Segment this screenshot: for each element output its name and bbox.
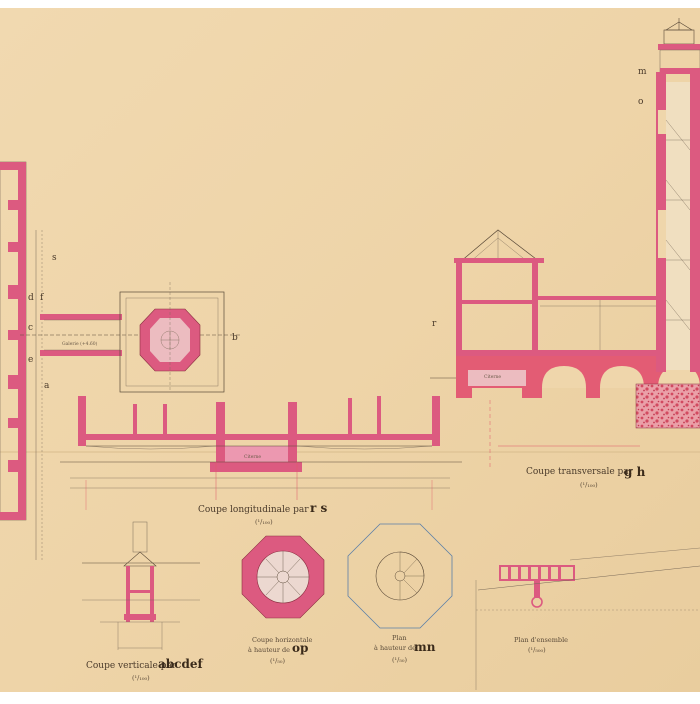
vertical-caption: Coupe verticale par abcdef (¹/₁₀₀) [86, 657, 203, 682]
svg-text:(¹/₅₀₀): (¹/₅₀₀) [528, 646, 546, 654]
svg-text:mn: mn [414, 640, 436, 654]
svg-text:g h: g h [624, 465, 646, 479]
longitudinal-caption: Coupe longitudinale par r s (¹/₁₀₀) [198, 501, 328, 526]
lighthouse-tower-section [656, 18, 700, 372]
site-plan-drawing [475, 547, 700, 690]
horizontal-section-drawing [241, 535, 325, 619]
svg-text:Plan: Plan [392, 634, 407, 642]
letter-a: a [44, 381, 50, 391]
plan-caption: Plan à hauteur de mn (¹/₅₀) [374, 634, 436, 664]
site-plan-caption: Plan d'ensemble (¹/₅₀₀) [514, 636, 568, 654]
svg-text:Coupe transversale par: Coupe transversale par [526, 467, 634, 477]
svg-text:Coupe verticale par: Coupe verticale par [86, 661, 177, 671]
left-wall-elevation [0, 161, 43, 560]
svg-text:abcdef: abcdef [158, 657, 203, 671]
svg-text:Plan d'ensemble: Plan d'ensemble [514, 636, 568, 644]
letter-f: f [40, 293, 44, 303]
transversal-caption: Coupe transversale par g h (¹/₁₀₀) [526, 465, 646, 489]
svg-text:à hauteur de: à hauteur de [248, 645, 290, 654]
svg-text:(¹/₁₀₀): (¹/₁₀₀) [580, 481, 598, 489]
citerne-label-long: Citerne [244, 454, 261, 460]
gallery-label: Galerie (+4.60) [62, 340, 98, 347]
letter-r: r [432, 319, 437, 329]
letter-d: d [28, 293, 34, 303]
svg-text:à hauteur de: à hauteur de [374, 643, 416, 652]
svg-text:(¹/₁₀₀): (¹/₁₀₀) [132, 674, 150, 682]
svg-text:r s: r s [310, 501, 328, 515]
svg-text:(¹/₅₀): (¹/₅₀) [270, 657, 286, 665]
letter-c: c [28, 323, 33, 333]
gallery-plan [20, 314, 240, 356]
svg-text:op: op [292, 641, 308, 655]
horizontal-caption: Coupe horizontale à hauteur de op (¹/₅₀) [248, 636, 313, 665]
letter-e: e [28, 355, 33, 365]
citerne-label-trans: Citerne [484, 374, 501, 380]
letter-m: m [638, 67, 647, 77]
svg-text:(¹/₅₀): (¹/₅₀) [392, 656, 408, 664]
vertical-section-drawing [82, 521, 200, 650]
svg-text:Coupe horizontale: Coupe horizontale [252, 636, 313, 644]
plan-mn-drawing [347, 523, 453, 629]
letter-s-left: s [52, 253, 57, 263]
tower-plan-square [119, 282, 225, 393]
svg-text:Coupe longitudinale par: Coupe longitudinale par [198, 505, 309, 515]
svg-text:(¹/₁₀₀): (¹/₁₀₀) [255, 518, 273, 526]
letter-o: o [638, 97, 643, 107]
longitudinal-section [60, 396, 462, 510]
letter-b: b [232, 333, 238, 343]
